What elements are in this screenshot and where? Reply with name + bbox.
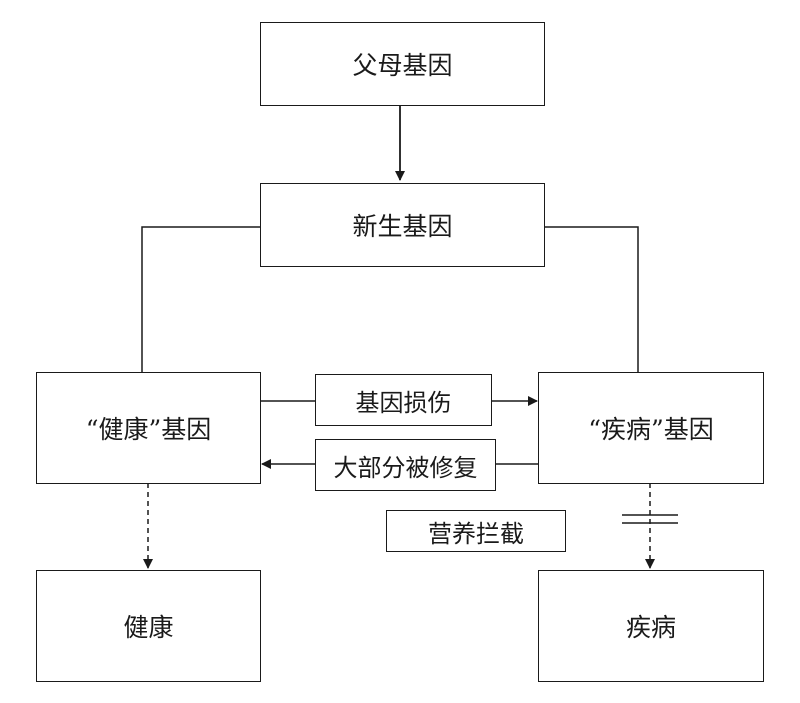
node-disease-genes: “疾病”基因 [538,372,764,484]
node-parent-genes: 父母基因 [260,22,545,106]
node-new-genes: 新生基因 [260,183,545,267]
node-healthy-genes: “健康”基因 [36,372,261,484]
label-mostly-repaired: 大部分被修复 [315,439,496,491]
node-health: 健康 [36,570,261,682]
node-disease: 疾病 [538,570,764,682]
label-nutrition-block: 营养拦截 [386,510,566,552]
line-new-to-disease [545,226,639,372]
label-gene-damage: 基因损伤 [315,374,492,426]
line-new-to-healthy [141,226,260,372]
